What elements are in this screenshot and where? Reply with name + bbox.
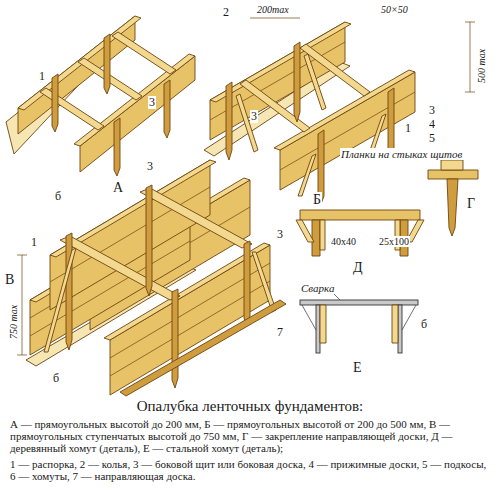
figure-title: Опалубка ленточных фундаментов:	[0, 398, 500, 415]
note: Планки на стыках щитов	[340, 148, 463, 160]
callout-number: 3	[148, 96, 156, 109]
figure-letter: Д	[352, 260, 364, 275]
figure-letter: А	[112, 180, 124, 195]
formwork-a	[6, 16, 195, 176]
figure-letter: Б	[312, 192, 322, 207]
detail-e	[300, 292, 418, 353]
callout-number: 3	[250, 110, 258, 123]
detail-g	[428, 160, 478, 236]
parts-list: 1 — распорка, 2 — колья, 3 — боковой щит…	[10, 458, 490, 482]
callout-number: 3	[276, 228, 284, 241]
callout-number: 3	[146, 160, 154, 173]
callout-number: 5	[428, 132, 436, 145]
dimension: 25x100	[378, 236, 410, 247]
callout-number: 1	[38, 70, 46, 83]
figure-letter: В	[4, 272, 15, 287]
note: Сварка	[300, 282, 335, 294]
detail-d	[296, 210, 424, 256]
callout-number: 4	[428, 118, 436, 131]
dimension: 750 max	[8, 304, 19, 340]
dimension: 200max	[256, 4, 290, 15]
figure-caption: А — прямоугольных высотой до 200 мм, Б —…	[10, 418, 490, 454]
dimension: 40x40	[330, 236, 357, 247]
callout-number: б	[52, 372, 60, 385]
figure-letter: Е	[352, 360, 363, 375]
formwork-v	[17, 160, 286, 396]
callout-number: б	[420, 318, 428, 331]
callout-number: 1	[404, 122, 412, 135]
figure-letter: Г	[466, 196, 476, 211]
dimension: 500 max	[476, 48, 487, 84]
callout-number: 7	[276, 326, 284, 339]
callout-number: 3	[428, 104, 436, 117]
callout-number: 2	[222, 6, 230, 19]
callout-number: 1	[30, 236, 38, 249]
dimension: 50×50	[380, 4, 409, 15]
callout-number: б	[54, 190, 62, 203]
